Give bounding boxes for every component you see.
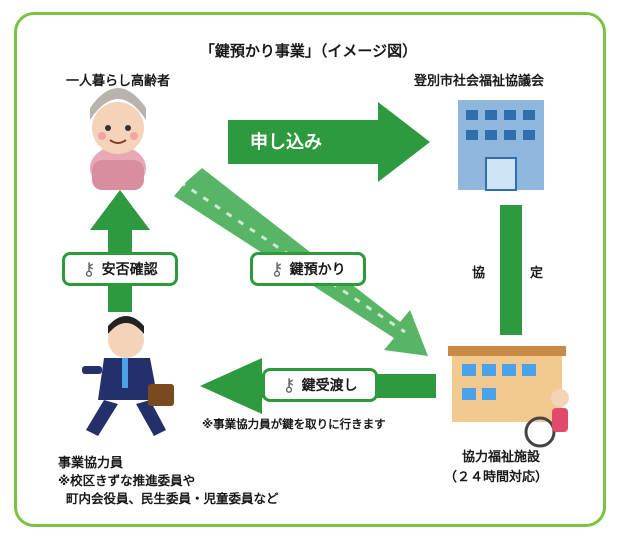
key-handover-label: 鍵受渡し bbox=[301, 378, 358, 394]
key-handover-pill: ⚷ 鍵受渡し bbox=[262, 368, 378, 402]
facility-hours: （２４時間対応） bbox=[444, 470, 549, 485]
safety-check-pill: ⚷ 安否確認 bbox=[62, 252, 178, 286]
worker-label: 事業協力員 bbox=[58, 456, 124, 471]
key-icon: ⚷ bbox=[82, 258, 96, 280]
key-deposit-pill: ⚷ 鍵預かり bbox=[250, 252, 366, 286]
worker-person-icon bbox=[82, 316, 174, 436]
council-label: 登別市社会福祉協議会 bbox=[414, 74, 545, 89]
diagram-title: 「鍵預かり事業」（イメージ図） bbox=[199, 42, 418, 60]
key-icon: ⚷ bbox=[270, 258, 284, 280]
key-deposit-label: 鍵預かり bbox=[289, 262, 346, 278]
apply-arrow-label: 申し込み bbox=[250, 132, 322, 153]
safety-check-label: 安否確認 bbox=[101, 262, 158, 278]
agreement-bar bbox=[500, 205, 522, 335]
safety-check-arrow bbox=[90, 190, 150, 312]
elder-label: 一人暮らし高齢者 bbox=[66, 74, 171, 89]
agreement-label-left: 協 bbox=[472, 266, 486, 281]
handover-note: ※事業協力員が鍵を取りに行きます bbox=[202, 417, 386, 431]
worker-note-line2: 町内会役員、民生委員・児童委員など bbox=[66, 491, 279, 506]
key-icon: ⚷ bbox=[282, 374, 296, 396]
worker-note-line1: ※校区きずな推進委員や bbox=[58, 473, 196, 488]
diagram-frame bbox=[14, 12, 606, 527]
agreement-label-right: 定 bbox=[530, 266, 544, 281]
facility-building-icon bbox=[448, 346, 569, 448]
elder-person-icon bbox=[90, 88, 146, 190]
apply-arrow bbox=[228, 102, 430, 182]
facility-label: 協力福祉施設 bbox=[462, 450, 541, 465]
council-building-icon bbox=[458, 100, 544, 191]
